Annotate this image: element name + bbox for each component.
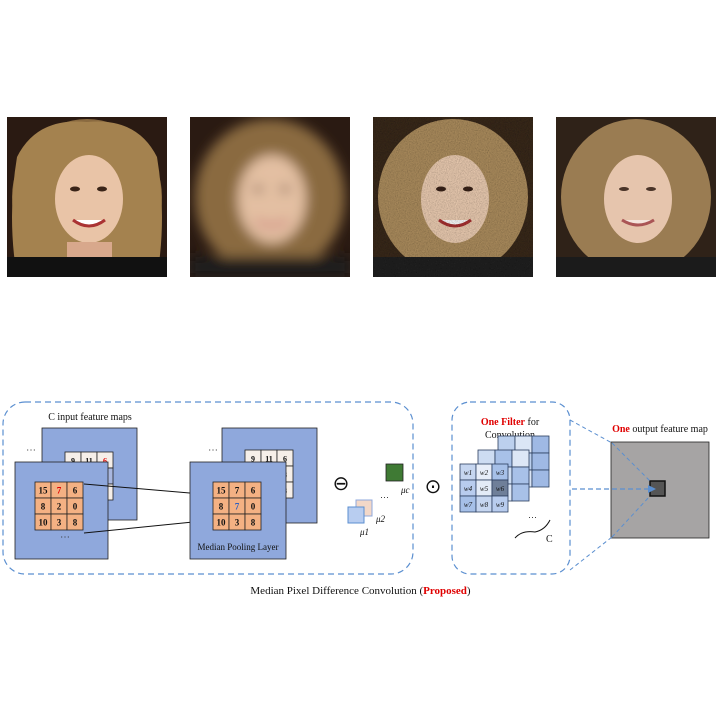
kernel-weight-label: w5	[480, 485, 489, 493]
mu-1-label: μ1	[359, 527, 369, 537]
median-pixel-difference-convolution-diagram: C input feature maps ⋯ 91167•81038 15768…	[2, 401, 710, 575]
minus-operator-icon: ⊖	[333, 473, 350, 495]
grid-cell-value: 15	[39, 486, 49, 496]
kernel-cell	[511, 449, 530, 468]
projection-line-b	[569, 536, 613, 571]
caption-suffix: )	[466, 585, 471, 597]
photo-original	[7, 117, 167, 277]
filter-title-highlight: One Filter	[481, 417, 526, 428]
ellipsis: ⋯	[528, 512, 537, 522]
grid-cell	[66, 513, 84, 531]
grid-front: 15 7 6 8 2 0 10 3 8	[34, 481, 84, 531]
grid-cell-value: 8	[41, 502, 46, 512]
photo-blurred	[190, 117, 350, 277]
filter-title: One Filter for	[481, 417, 540, 428]
kernel-weight-label: w1	[464, 469, 472, 477]
grid-cell-value: 2	[57, 502, 62, 512]
channel-brace	[514, 519, 551, 539]
input-maps-label: C input feature maps	[48, 412, 132, 423]
filter-title-rest: for	[525, 417, 540, 428]
input-block-frame	[2, 401, 414, 575]
grid-cell-value: 8	[219, 502, 224, 512]
kernel-cell	[531, 452, 550, 471]
output-title: One output feature map	[612, 424, 708, 435]
kernel-cell	[531, 469, 550, 488]
grid-cell-value: 6	[283, 455, 287, 464]
grid-cell-value: 0	[73, 502, 78, 512]
mu-c-label: μc	[400, 485, 410, 495]
output-title-highlight: One	[612, 424, 630, 435]
grid-cell-value: 3	[235, 518, 240, 528]
kernel-cell	[511, 466, 530, 485]
kernel-weight-label: w7	[464, 501, 473, 509]
mu-1-square	[347, 506, 365, 524]
kernel-weight-label: w9	[496, 501, 505, 509]
kernel-cell	[491, 495, 509, 513]
channel-label: C	[546, 534, 553, 545]
grid-cell	[244, 513, 262, 531]
grid-cell-value: 0	[251, 502, 256, 512]
kernel-weight-label: w6	[496, 485, 505, 493]
arrow-head	[648, 485, 656, 493]
grid-cell-value: 8	[73, 518, 78, 528]
kernel-cell	[531, 435, 550, 454]
ellipsis: ⋯	[380, 492, 389, 502]
caption-text: Median Pixel Difference Convolution (	[250, 585, 424, 597]
grid-cell-value: 8	[251, 518, 256, 528]
filter-title-line2: Convolution	[485, 430, 535, 441]
mu-c-square	[385, 463, 404, 482]
output-title-rest: output feature map	[630, 424, 708, 435]
filter-kernel-front: w1 w2 w3 w4 w5 w6 w7 w8 w9	[459, 463, 509, 513]
grid-cell-value: 7	[57, 486, 62, 496]
kernel-weight-label: w2	[480, 469, 489, 477]
photo-noisy	[373, 117, 533, 277]
grid-cell-value: 11	[265, 455, 273, 464]
grid-cell-value: 3	[57, 518, 62, 528]
photo-restored	[556, 117, 716, 277]
caption-highlight: Proposed	[423, 585, 467, 597]
projection-line-bottom	[611, 495, 651, 538]
grid-cell-value: 6	[251, 486, 256, 496]
kernel-cell	[511, 483, 530, 502]
grid-cell-value: 10	[39, 518, 49, 528]
mu-2-label: μ2	[375, 514, 386, 524]
kernel-weight-label: w3	[496, 469, 505, 477]
projection-line-top	[611, 442, 651, 482]
ellipsis: ⋯	[26, 445, 36, 456]
grid-cell-value: 9	[71, 457, 75, 466]
median-pooling-label: Median Pooling Layer	[198, 542, 279, 552]
filter-block-frame	[451, 401, 571, 575]
grid-cell-value: 7	[235, 486, 240, 496]
kernel-weight-label: w4	[464, 485, 473, 493]
hadamard-operator-icon: ⊙	[425, 476, 442, 498]
grid-cell-value: 6	[103, 457, 107, 466]
grid-cell-value: 9	[251, 455, 255, 464]
ellipsis: ⋯	[208, 445, 218, 456]
grid-cell-value: 6	[73, 486, 78, 496]
kernel-weight-label: w8	[480, 501, 489, 509]
grid-cell-value: 11	[85, 457, 93, 466]
figure-caption: Median Pixel Difference Convolution (Pro…	[0, 585, 721, 597]
grid-cell-value: 10	[217, 518, 227, 528]
ellipsis: ⋯	[60, 532, 70, 543]
grid-cell-value: 15	[217, 486, 227, 496]
pooled-grid: 15 7 6 8 7 0 10 3 8	[212, 481, 262, 531]
grid-cell-value: 7	[235, 502, 240, 512]
projection-line-a	[569, 419, 613, 444]
